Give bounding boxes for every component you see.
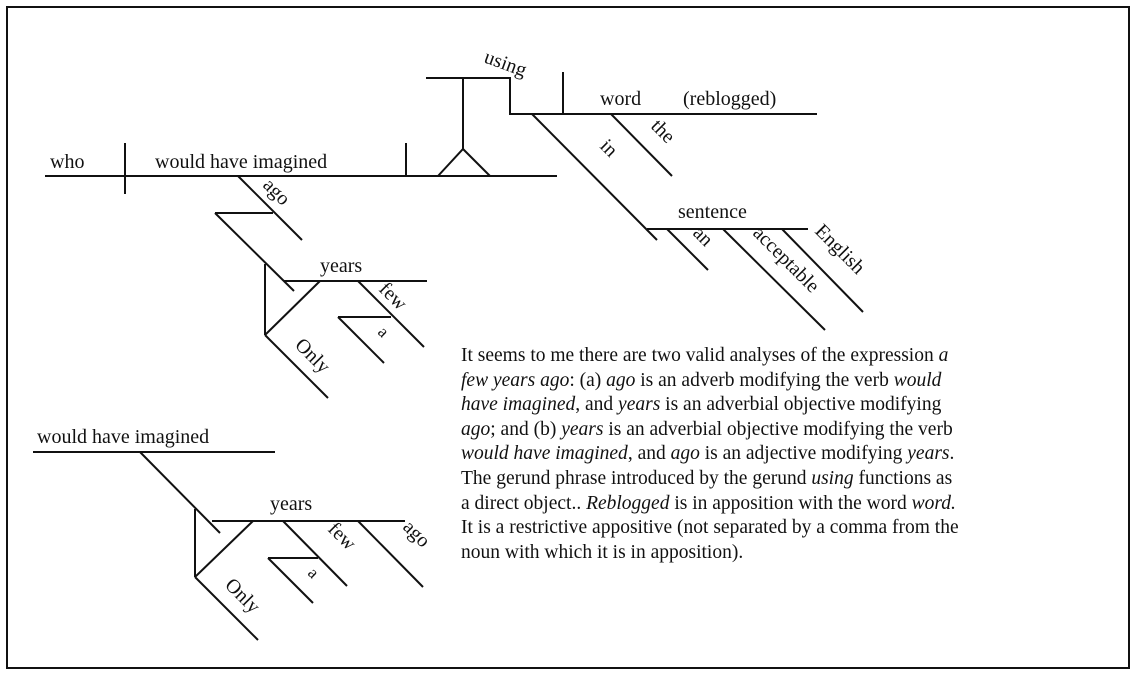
italic-term: would have imagined xyxy=(461,443,628,465)
italic-term: Reblogged xyxy=(586,492,670,514)
the-line xyxy=(610,113,673,177)
text-run: , and xyxy=(627,443,671,465)
explanation-line: The gerund phrase introduced by the geru… xyxy=(461,467,1121,492)
text-run: functions as xyxy=(853,467,953,489)
text-run: is an adverb modifying the verb xyxy=(635,369,894,391)
few-line xyxy=(357,280,425,348)
frame-border xyxy=(6,6,1130,669)
word-using: using xyxy=(481,46,529,81)
explanation-line: would have imagined, and ago is an adjec… xyxy=(461,442,1121,467)
italic-term: few years ago xyxy=(461,369,570,391)
an-line xyxy=(666,228,709,271)
italic-term: years xyxy=(561,418,604,440)
gerund-line xyxy=(426,77,817,115)
word-only: Only xyxy=(290,334,334,378)
word-few: few xyxy=(323,518,360,555)
italic-term: ago xyxy=(461,418,491,440)
text-run: The gerund phrase introduced by the geru… xyxy=(461,467,812,489)
text-run: : (a) xyxy=(569,369,607,391)
explanation-line: ago; and (b) years is an adverbial objec… xyxy=(461,418,1121,443)
explanation-line: It seems to me there are two valid analy… xyxy=(461,344,1121,369)
word-would-have-imagined: would have imagined xyxy=(155,151,327,173)
a-line xyxy=(267,557,314,604)
text-run: is an adjective modifying xyxy=(699,443,908,465)
italic-term: would xyxy=(893,369,942,391)
italic-term: years xyxy=(907,443,950,465)
word-a: a xyxy=(304,563,323,582)
italic-term: a xyxy=(938,345,949,366)
text-run: is an adverbial objective modifying the … xyxy=(603,418,953,440)
word-english: English xyxy=(810,220,869,279)
italic-term: have imagined xyxy=(461,394,576,416)
italic-term: ago xyxy=(670,443,700,465)
word-ago: ago xyxy=(258,174,294,210)
word-an: an xyxy=(688,222,717,251)
few-line xyxy=(282,520,348,587)
english-line xyxy=(781,228,864,313)
italic-term: years xyxy=(618,394,661,416)
text-run: ; and (b) xyxy=(490,418,562,440)
text-run: is in apposition with the word xyxy=(669,492,912,514)
word-would-have-imagined: would have imagined xyxy=(37,426,209,448)
only-line xyxy=(264,334,329,399)
italic-term: word. xyxy=(911,492,956,514)
years-brace xyxy=(264,280,321,336)
word-years: years xyxy=(270,493,312,515)
explanation-line: a direct object.. Reblogged is in apposi… xyxy=(461,492,1121,517)
explanation-line: It is a restrictive appositive (not sepa… xyxy=(461,516,1121,541)
only-line xyxy=(194,576,259,641)
word-word: word xyxy=(600,88,641,110)
word-only: Only xyxy=(220,574,264,618)
explanation-paragraph: It seems to me there are two valid analy… xyxy=(461,344,1121,565)
text-run: It is a restrictive appositive (not sepa… xyxy=(461,517,959,539)
a-line xyxy=(337,316,385,364)
years-connector xyxy=(139,451,221,534)
text-run: , and xyxy=(575,394,619,416)
text-run: . xyxy=(949,443,955,465)
italic-term: using xyxy=(811,467,854,489)
acceptable-line xyxy=(722,228,826,331)
text-run: is an adverbial objective modifying xyxy=(660,394,942,416)
word-reblogged: (reblogged) xyxy=(683,88,776,110)
ago-line xyxy=(357,520,424,588)
explanation-line: noun with which it is in apposition). xyxy=(461,541,1121,566)
years-connector xyxy=(214,212,295,292)
word-sentence: sentence xyxy=(678,201,747,223)
word-the: the xyxy=(646,115,679,148)
word-years: years xyxy=(320,255,362,277)
word-in: in xyxy=(595,135,622,162)
text-run: noun with which it is in apposition). xyxy=(461,541,744,563)
bottom-diagram: would have imagined years Only few a ago xyxy=(33,426,434,641)
word-who: who xyxy=(50,151,84,173)
word-a: a xyxy=(374,322,393,341)
explanation-line: few years ago: (a) ago is an adverb modi… xyxy=(461,369,1121,394)
text-run: It seems to me there are two valid analy… xyxy=(461,345,939,366)
pedestal-fork xyxy=(437,147,491,177)
explanation-line: have imagined, and years is an adverbial… xyxy=(461,393,1121,418)
years-brace xyxy=(194,520,254,578)
italic-term: ago xyxy=(606,369,636,391)
text-run: a direct object.. xyxy=(461,492,587,514)
in-line xyxy=(531,113,658,241)
word-few: few xyxy=(374,278,411,315)
ago-line xyxy=(237,175,303,241)
